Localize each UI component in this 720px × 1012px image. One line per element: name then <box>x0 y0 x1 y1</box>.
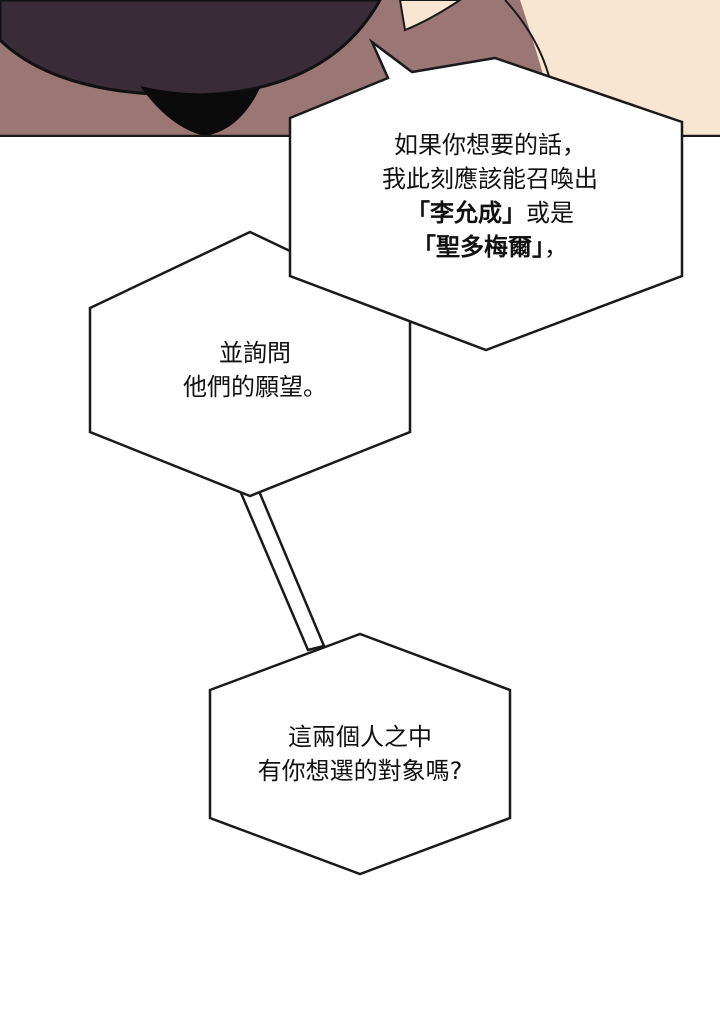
text-line: 他們的願望。 <box>140 370 370 404</box>
text-line: 我此刻應該能召喚出 <box>340 162 640 196</box>
text-run: 或是 <box>526 199 574 227</box>
text-line: 這兩個人之中 <box>215 720 505 754</box>
speech-text-middle: 並詢問 他們的願望。 <box>140 336 370 404</box>
text-line: 如果你想要的話， <box>340 128 640 162</box>
speech-bubble-top <box>288 38 684 352</box>
black-garment <box>140 86 260 136</box>
speech-text-bottom: 這兩個人之中 有你想選的對象嗎? <box>215 720 505 788</box>
name-highlight: 「聖多梅爾」 <box>412 233 544 261</box>
text-line: 「李允成」或是 <box>340 196 640 230</box>
text-line: 有你想選的對象嗎? <box>215 754 505 788</box>
text-run: 有你想選的對象嗎? <box>257 757 463 785</box>
text-run: 如果你想要的話， <box>394 131 586 159</box>
text-line: 「聖多梅爾」， <box>340 230 640 264</box>
speech-text-top: 如果你想要的話， 我此刻應該能召喚出 「李允成」或是 「聖多梅爾」， <box>340 128 640 264</box>
text-run: 我此刻應該能召喚出 <box>382 165 598 193</box>
text-run: ， <box>544 233 568 261</box>
text-run: 他們的願望。 <box>183 373 327 401</box>
speech-bubble-bottom <box>208 632 512 876</box>
name-highlight: 「李允成」 <box>406 199 526 227</box>
text-line: 並詢問 <box>140 336 370 370</box>
speech-bubble-middle <box>88 230 412 498</box>
text-run: 並詢問 <box>219 339 291 367</box>
hair-strand <box>398 0 462 32</box>
text-run: 這兩個人之中 <box>288 723 432 751</box>
